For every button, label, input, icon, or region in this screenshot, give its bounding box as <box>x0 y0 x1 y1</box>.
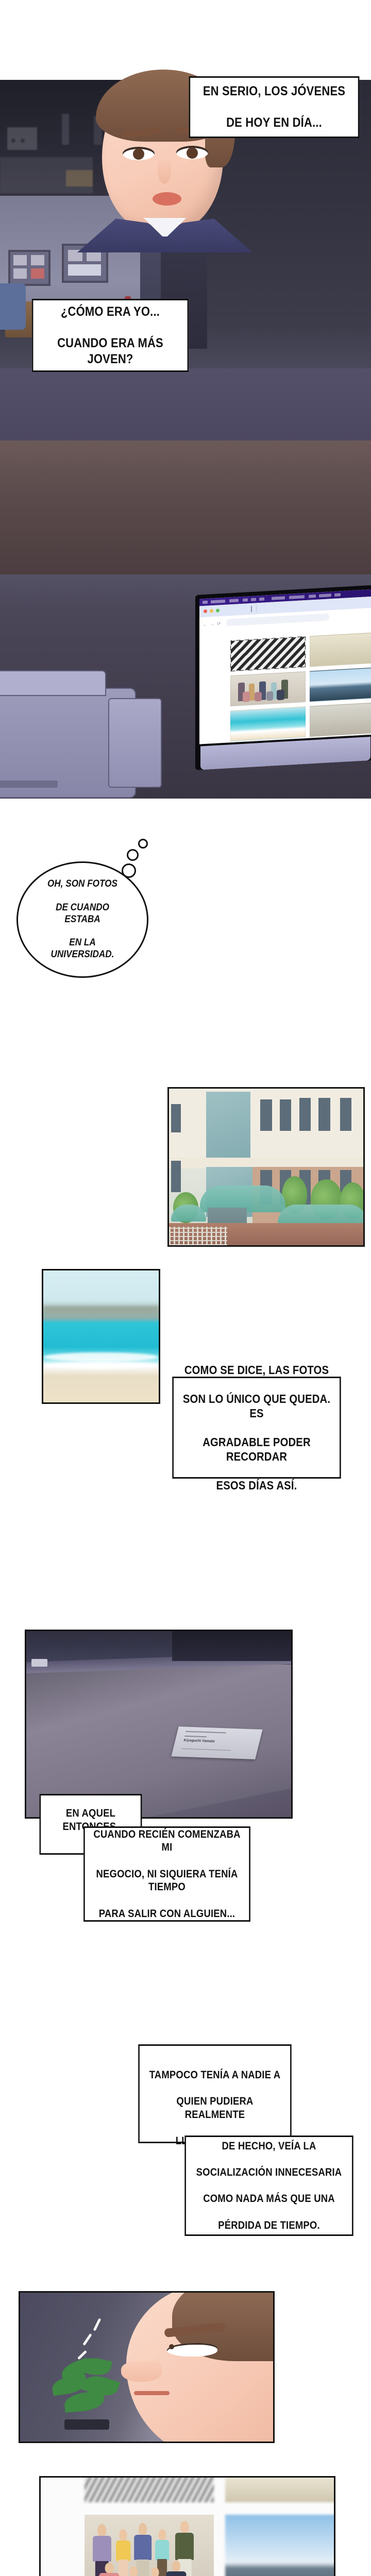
gallery-thumb-stairs[interactable] <box>85 2478 214 2502</box>
caption-line: NEGOCIO, NI SIQUIERA TENÍA TIEMPO <box>96 1868 238 1893</box>
business-card: Kiyoguchi Yamato <box>171 1726 263 1759</box>
caption-line: CUANDO ERA MÁS JOVEN? <box>57 336 163 366</box>
printer-side-unit <box>108 698 162 788</box>
thumb-sky-sea[interactable] <box>310 667 371 702</box>
desktop-monitor: ← → ⟳ <box>195 585 371 770</box>
group-person <box>147 2567 164 2576</box>
caption-como-era-yo: ¿CÓMO ERA YO... CUANDO ERA MÁS JOVEN? <box>31 299 189 372</box>
panel-desk-with-business-card: Kiyoguchi Yamato <box>25 1630 293 1819</box>
caption-cuando-recien-comenzaba: CUANDO RECIÉN COMENZABA MI NEGOCIO, NI S… <box>83 1826 250 1922</box>
back-icon[interactable]: ← <box>203 621 207 628</box>
side-canopy <box>171 1204 206 1222</box>
group-person <box>115 2529 131 2576</box>
browser-page <box>199 621 371 744</box>
caption-line: SOCIALIZACIÓN INNECESARIA <box>196 2166 342 2179</box>
printer-output-slot <box>0 781 58 788</box>
caption-line: QUIEN PUDIERA REALMENTE <box>176 2095 254 2121</box>
plant-pot <box>64 2419 109 2430</box>
gallery-thumb-sky-sea[interactable] <box>225 2514 334 2576</box>
monitor-screen: ← → ⟳ <box>199 589 371 744</box>
bubble-line: OH, SON FOTOS <box>47 878 117 890</box>
group-person <box>133 2522 151 2576</box>
bubble-line: DE CUANDO ESTABA <box>56 902 109 925</box>
caption-line: ESOS DÍAS ASÍ. <box>216 1479 297 1493</box>
caption-line: PÉRDIDA DE TIEMPO. <box>218 2219 320 2231</box>
mouth <box>133 2391 170 2396</box>
thumb-beach[interactable] <box>230 706 306 742</box>
panel-dark-office-with-man: ← → ⟳ <box>0 70 371 799</box>
caption-line: COMO NADA MÁS QUE UNA <box>203 2193 335 2205</box>
minimize-window-dot[interactable] <box>210 609 213 613</box>
thought-bubble-fotos-universidad: OH, SON FOTOS DE CUANDO ESTABA EN LA UNI… <box>16 861 148 978</box>
nose <box>121 2361 162 2382</box>
office-desk <box>0 440 371 574</box>
thumb-group-photo[interactable] <box>230 671 306 707</box>
group-person <box>166 2561 187 2576</box>
emphasis-line <box>82 2333 92 2346</box>
thumb-stairs[interactable] <box>230 636 306 672</box>
caption-line: ¿CÓMO ERA YO... <box>60 304 160 319</box>
business-card-name: Kiyoguchi Yamato <box>183 1738 215 1743</box>
monitor-photo-grid <box>230 632 371 742</box>
printer-paper-tray <box>0 670 106 696</box>
group-person <box>125 2566 143 2576</box>
thought-bubble-dot <box>138 839 148 849</box>
mouth <box>153 192 181 206</box>
panel-man-profile-looking <box>19 2291 275 2443</box>
panel-photo-gallery-grid <box>39 2476 335 2576</box>
caption-line: EN SERIO, LOS JÓVENES <box>203 84 346 99</box>
office-printer <box>0 670 162 798</box>
wall-picture-frame <box>8 250 50 286</box>
thumb-building[interactable] <box>310 702 371 737</box>
group-person <box>155 2529 170 2576</box>
caption-line: CUANDO RECIÉN COMENZABA MI <box>93 1828 241 1854</box>
gallery-thumb-group-photo[interactable] <box>85 2514 214 2576</box>
caption-line: DE HECHO, VEÍA LA <box>222 2140 316 2152</box>
caption-en-serio: EN SERIO, LOS JÓVENES DE HOY EN DÍA... <box>189 76 360 138</box>
eye-left <box>123 147 155 160</box>
panel-university-building-photo <box>167 1087 365 1247</box>
caption-tampoco-tenia-a-nadie: TAMPOCO TENÍA A NADIE A QUIEN PUDIERA RE… <box>138 2044 292 2147</box>
eye-right <box>176 146 208 159</box>
forward-icon[interactable]: → <box>210 621 214 627</box>
bubble-line: EN LA UNIVERSIDAD. <box>50 937 114 960</box>
caption-line: COMO SE DICE, LAS FOTOS <box>184 1363 329 1377</box>
caption-line: SON LO ÚNICO QUE QUEDA. ES <box>182 1392 331 1420</box>
potted-plant <box>45 2355 131 2430</box>
eye <box>166 2343 217 2357</box>
maximize-window-dot[interactable] <box>216 608 220 613</box>
group-person <box>99 2562 120 2576</box>
caption-line: DE HOY EN DÍA... <box>226 115 322 130</box>
emphasis-line <box>93 2318 102 2331</box>
close-window-dot[interactable] <box>204 609 207 614</box>
caption-de-hecho-socializacion: DE HECHO, VEÍA LA SOCIALIZACIÓN INNECESA… <box>184 2136 353 2236</box>
nose <box>158 157 171 184</box>
caption-como-se-dice: COMO SE DICE, LAS FOTOS SON LO ÚNICO QUE… <box>172 1363 341 1492</box>
gallery-thumb-horizon[interactable] <box>225 2478 334 2502</box>
reload-icon[interactable]: ⟳ <box>217 621 221 626</box>
caption-line: PARA SALIR CON ALGUIEN... <box>98 1907 235 1920</box>
thought-bubble-dot <box>127 849 139 861</box>
caption-line: AGRADABLE PODER RECORDAR <box>203 1435 311 1464</box>
side-canopy <box>278 1204 363 1225</box>
panel-beach-photo <box>42 1269 160 1404</box>
office-chair-back <box>0 283 26 330</box>
caption-line: TAMPOCO TENÍA A NADIE A <box>149 2069 281 2081</box>
thumb-horizon[interactable] <box>310 632 371 667</box>
